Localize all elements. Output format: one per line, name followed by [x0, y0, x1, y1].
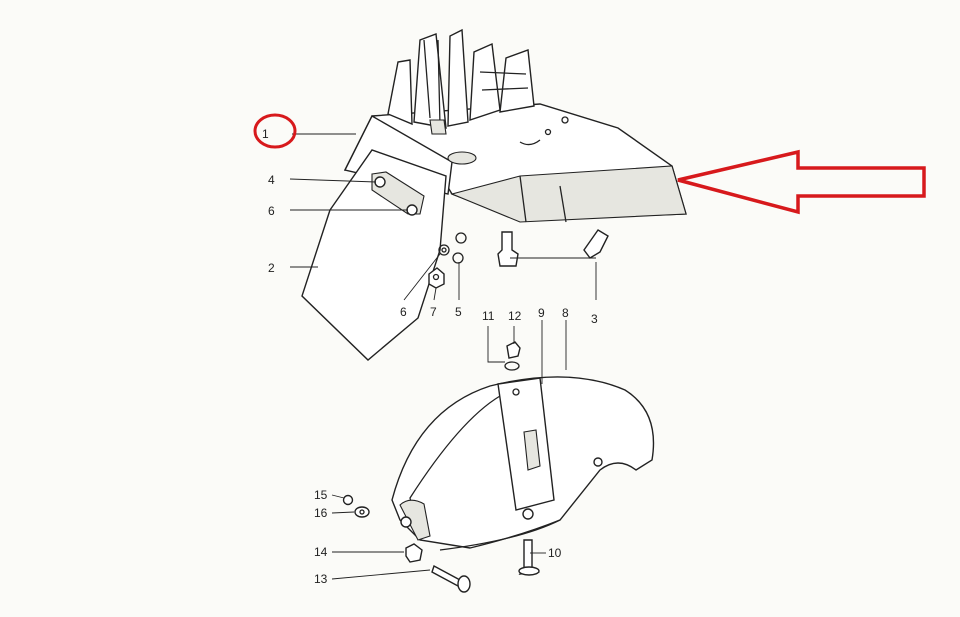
- label-3: 3: [591, 312, 598, 326]
- label-6-upper: 6: [268, 204, 275, 218]
- label-15: 15: [314, 488, 328, 502]
- label-12: 12: [508, 309, 522, 323]
- label-10: 10: [548, 546, 562, 560]
- red-arrow-annotation: [677, 149, 926, 215]
- part-9-brace: [497, 377, 555, 511]
- washer-11: [504, 361, 520, 371]
- label-11: 11: [482, 309, 495, 323]
- washer-5a: [455, 232, 467, 244]
- label-2: 2: [268, 261, 275, 275]
- nut-7: [428, 267, 445, 289]
- nut-15: [342, 494, 354, 506]
- lower-hardware: [342, 341, 540, 593]
- nut-12: [506, 341, 521, 359]
- part-1-upper-housing: [343, 28, 687, 223]
- washer-16: [354, 506, 370, 518]
- nut-5b: [452, 252, 464, 264]
- nut-14: [405, 543, 423, 563]
- label-4: 4: [268, 173, 275, 187]
- hardware-washers-nuts: [428, 232, 467, 289]
- leader-lines: [289, 133, 597, 580]
- part-3-bolts: [497, 229, 609, 267]
- label-1: 1: [262, 127, 269, 141]
- label-7: 7: [430, 305, 437, 319]
- label-6-lower: 6: [400, 305, 407, 319]
- part-labels: 1 2 3 4 5 6 6 7 8 9 10 11 12 13 14 15 16: [262, 127, 598, 586]
- bolt-13: [431, 564, 461, 588]
- red-annotations: [253, 113, 926, 215]
- label-8: 8: [562, 306, 569, 320]
- red-circle-annotation: [253, 113, 297, 149]
- label-13: 13: [314, 572, 328, 586]
- label-14: 14: [314, 545, 328, 559]
- label-16: 16: [314, 506, 328, 520]
- label-9: 9: [538, 306, 545, 320]
- label-5: 5: [455, 305, 462, 319]
- washer-6: [438, 244, 450, 256]
